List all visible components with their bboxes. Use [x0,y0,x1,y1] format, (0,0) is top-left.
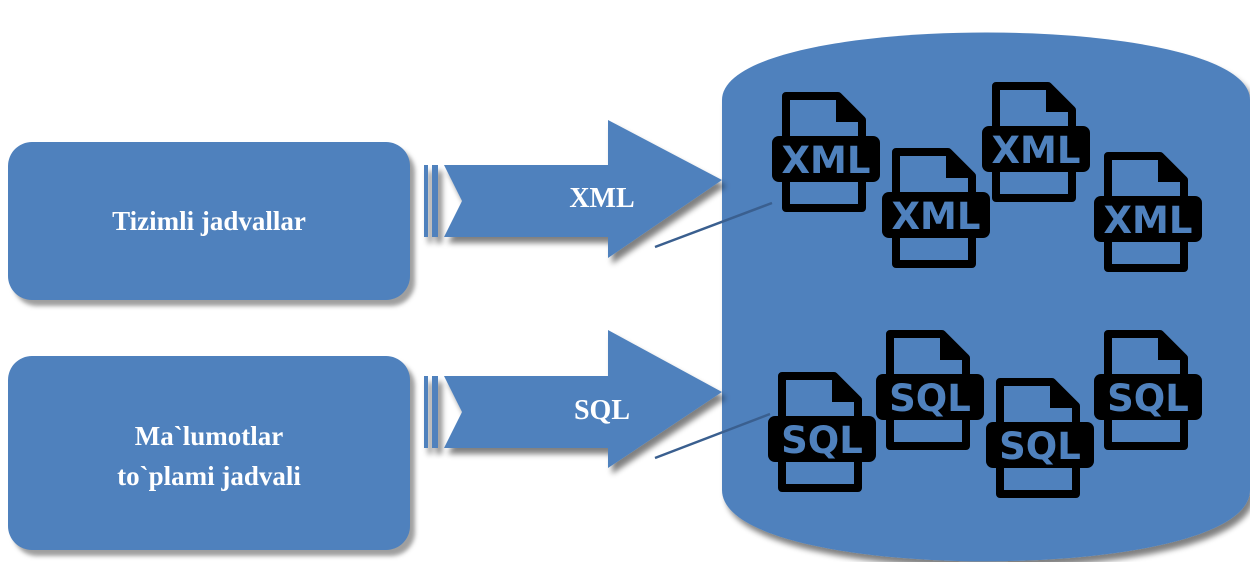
xml-file-icon: XML [882,148,990,268]
connector-line-sql [654,412,771,460]
sql-file-icon: SQL [986,378,1094,498]
source-dataset-table: Ma`lumotlar to`plami jadvali [8,356,410,550]
source-system-tables: Tizimli jadvallar [8,142,410,300]
sql-file-icon: SQL [1094,330,1202,450]
xml-file-icon-label: XML [892,195,981,238]
sql-file-icon-label: SQL [999,425,1081,468]
xml-file-icon-label: XML [1104,199,1193,242]
xml-file-icon-label: XML [992,129,1081,172]
sql-file-icon: SQL [876,330,984,450]
source-system-tables-label: Tizimli jadvallar [112,205,306,236]
xml-file-icon: XML [982,82,1090,202]
sql-file-icon: SQL [768,372,876,492]
arrow-label-xml: XML [569,183,635,214]
xml-file-icons: XML XML XML XML [772,82,1202,272]
sql-file-icon-label: SQL [1107,377,1189,420]
xml-file-icon-label: XML [782,139,871,182]
arrow-xml [424,120,722,258]
xml-file-icon: XML [1094,152,1202,272]
source-dataset-table-label: Ma`lumotlar to`plami jadvali [117,420,301,492]
arrow-sql [424,330,722,468]
connector-line-xml [654,201,773,249]
arrow-label-sql: SQL [573,395,631,426]
sql-file-icons: SQL SQL SQL SQL [768,330,1202,498]
xml-file-icon: XML [772,92,880,212]
sql-file-icon-label: SQL [781,419,863,462]
sql-file-icon-label: SQL [889,377,971,420]
